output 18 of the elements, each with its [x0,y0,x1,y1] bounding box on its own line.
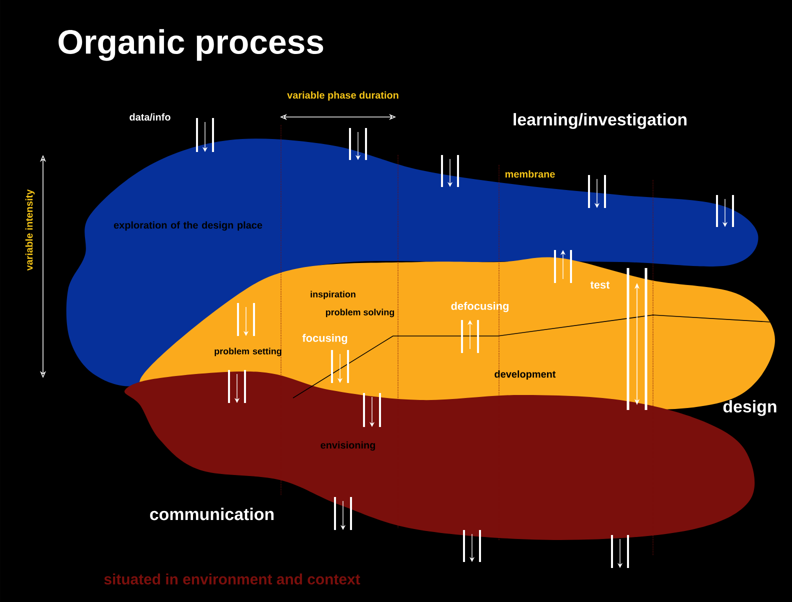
region-label: test [590,281,610,289]
annotation-label: membrane [505,170,555,178]
region-label: problem setting [214,348,282,356]
title: Organic process [58,29,324,61]
heading: communication [150,508,274,520]
region-label: focusing [302,334,348,344]
heading: design [723,400,776,416]
dimension-label: variable intensity [25,189,35,271]
region-label: envisioning [320,441,376,451]
footer-note: situated in environment and context [104,574,360,584]
region-label: exploration of the design place [114,221,262,231]
annotation-label: data/info [130,113,170,121]
region-label: inspiration [310,290,356,300]
region-label: development [494,370,556,380]
region-label: problem solving [326,308,394,318]
heading: learning/investigation [514,113,686,129]
region-label: defocusing [451,302,508,312]
dimension-label: variable phase duration [287,91,398,101]
